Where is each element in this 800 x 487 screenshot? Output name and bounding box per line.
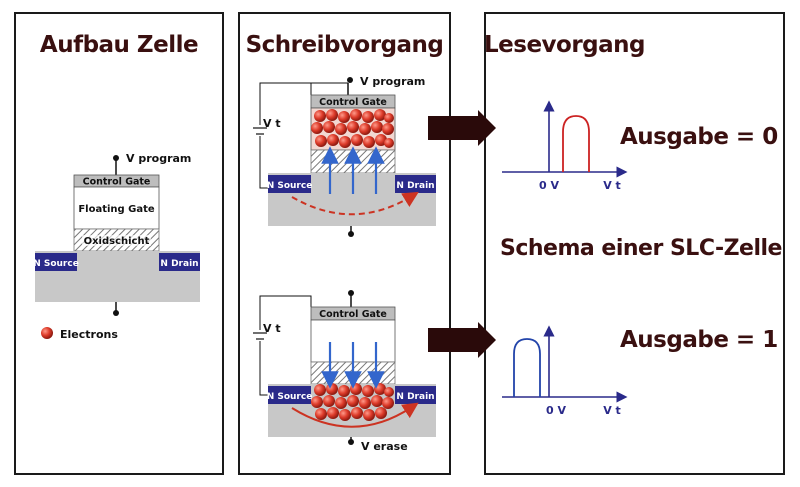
graph2-x0-label: 0 V — [546, 404, 566, 417]
write-program-diagram: V program V t Control Gate N Source N Dr… — [253, 75, 436, 237]
program-electrons — [311, 109, 394, 148]
graph1-vt-label: V t — [603, 179, 621, 192]
panel-lesevorgang — [484, 12, 785, 475]
cell-v-program: V program — [126, 152, 191, 165]
erase-n-source-label: N Source — [267, 392, 313, 402]
cell-floating-gate-label: Floating Gate — [78, 204, 155, 215]
program-tunnel-arrows-up — [321, 146, 385, 194]
program-vt-label: V t — [263, 117, 281, 130]
cell-floating-gate — [73, 186, 160, 230]
erase-n-drain-label: N Drain — [396, 392, 434, 402]
erase-n-source — [268, 386, 311, 404]
erase-tunnel-arrows-down — [321, 342, 385, 389]
cell-oxide-label: Oxidschicht — [84, 236, 150, 247]
terminal-dot — [113, 155, 119, 161]
erase-current-arrow — [291, 402, 419, 428]
graph1-x0-label: 0 V — [539, 179, 559, 192]
cell-n-drain-label: N Drain — [160, 259, 198, 269]
title-schreibvorgang: Schreibvorgang — [245, 32, 444, 58]
program-current-arrow — [291, 191, 419, 216]
write-erase-diagram: V t Control Gate N Source N Drain — [253, 290, 436, 453]
title-lesevorgang: Lesevorgang — [484, 32, 646, 58]
read-graph-1: 0 V V t — [502, 325, 628, 417]
cell-structure: V program Control Gate Floating Gate Oxi… — [33, 152, 200, 341]
program-v-program: V program — [360, 75, 425, 88]
program-n-drain — [395, 175, 436, 193]
graph2-curve — [513, 338, 541, 397]
schema-title: Schema einer SLC-Zelle — [500, 236, 782, 261]
graph2-vt-label: V t — [603, 404, 621, 417]
title-aufbau-zelle: Aufbau Zelle — [39, 32, 199, 58]
output-1-label: Ausgabe = 1 — [620, 327, 778, 353]
graph1-curve — [562, 115, 590, 172]
read-graph-0: 0 V V t — [502, 100, 628, 192]
erase-vt-label: V t — [263, 322, 281, 335]
cell-n-source-label: N Source — [33, 259, 79, 269]
program-n-source-label: N Source — [267, 181, 313, 191]
program-n-drain-label: N Drain — [396, 181, 434, 191]
erase-electrons — [311, 383, 394, 421]
output-0-label: Ausgabe = 0 — [620, 124, 778, 150]
electrons-legend-label: Electrons — [60, 328, 118, 341]
big-arrow-erase — [428, 322, 496, 358]
program-control-gate-label: Control Gate — [319, 97, 387, 108]
cell-n-source — [35, 253, 77, 271]
erase-control-gate-label: Control Gate — [319, 309, 387, 320]
erase-n-drain — [395, 386, 436, 404]
cell-n-drain — [159, 253, 200, 271]
cell-control-gate-label: Control Gate — [83, 177, 151, 188]
electron-legend-icon — [41, 327, 53, 339]
erase-v-erase: V erase — [361, 440, 408, 453]
program-n-source — [268, 175, 311, 193]
big-arrow-program — [428, 110, 496, 146]
